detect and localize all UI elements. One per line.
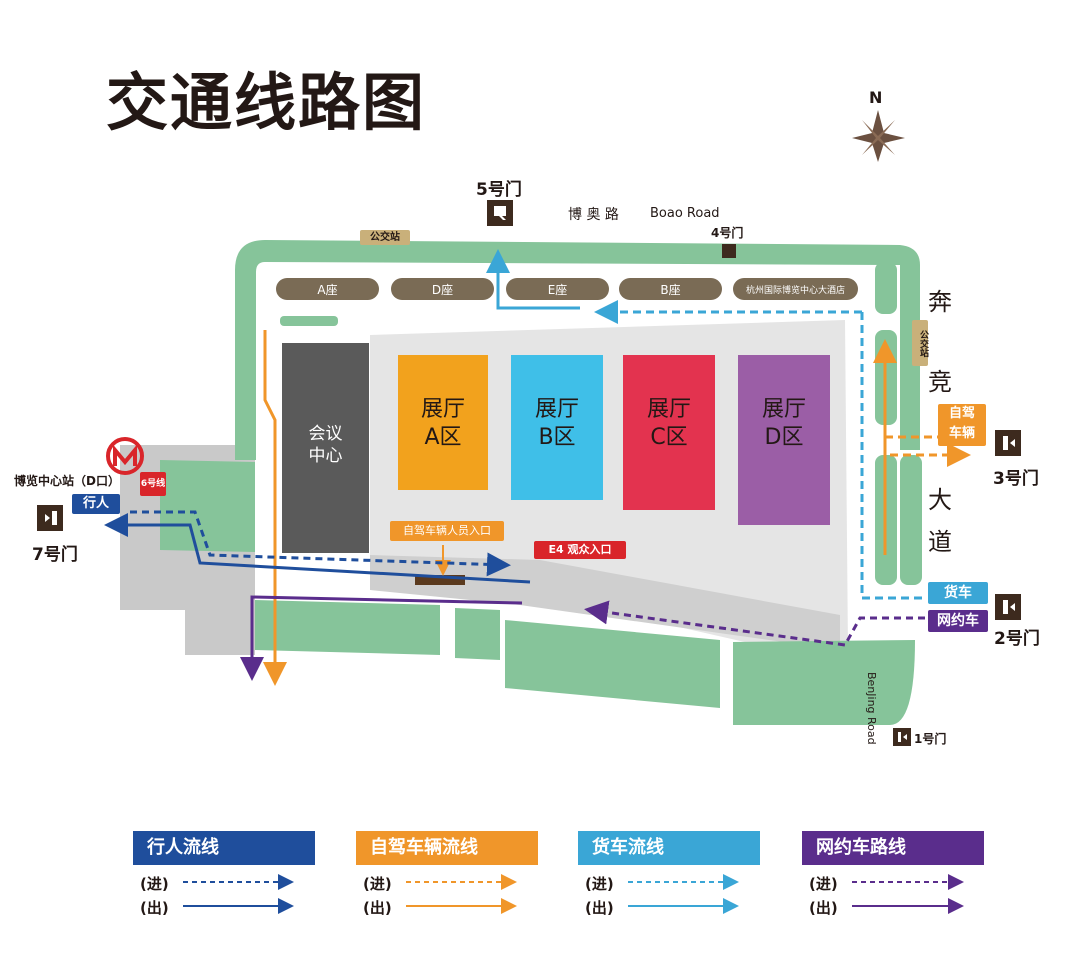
gate3-label: 3号门 [993, 469, 1039, 489]
hall-d-line2: D区 [764, 425, 804, 450]
hall-a [398, 355, 488, 490]
audience-entrance-tag: E4 观众入口 [534, 541, 626, 559]
selfdrive-tag-line2: 车辆 [948, 426, 975, 441]
ridehail-route [240, 595, 925, 681]
hall-c-line1: 展厅 [646, 397, 691, 422]
building-row [276, 278, 858, 300]
hall-a-line1: 展厅 [420, 397, 465, 422]
legend-ridehail-out: (出) [809, 899, 838, 917]
truck-route [486, 249, 925, 600]
hall-c [623, 355, 715, 510]
hall-a-label: 展厅 A区 [398, 396, 488, 452]
hall-b-line2: B区 [538, 425, 576, 450]
gate2-label: 2号门 [994, 629, 1040, 649]
legend-ridehail: 网约车路线 [802, 831, 984, 865]
road-boao-cn: 博 奥 路 [568, 207, 619, 223]
building-b-zuo [619, 278, 722, 300]
compass-rose-icon [852, 110, 905, 162]
hall-b-line1: 展厅 [534, 397, 579, 422]
gate7-label: 7号门 [32, 545, 78, 565]
legend-pedestrian-out: (出) [140, 899, 169, 917]
hall-b [511, 355, 603, 500]
road-benjing-char4: 道 [928, 528, 952, 556]
hotel-label: 杭州国际博览中心大酒店 [745, 286, 845, 296]
legend-truck: 货车流线 [578, 831, 760, 865]
hotel-building [733, 278, 858, 300]
gate4-label: 4号门 [711, 226, 744, 240]
legend-ridehail-in: (进) [809, 875, 838, 893]
line6-tag: 6号线 [140, 472, 166, 496]
hall-d-line1: 展厅 [761, 397, 806, 422]
gate5-label: 5号门 [476, 180, 522, 200]
d-zuo-label: D座 [431, 283, 454, 297]
building-e-zuo [506, 278, 609, 300]
conference-label-line2: 中心 [308, 446, 343, 466]
truck-tag: 货车 [928, 582, 988, 604]
b-zuo-label: B座 [660, 283, 681, 297]
audience-entrance-label: 观众入口 [567, 543, 612, 556]
building-a-zuo [276, 278, 379, 300]
halls [282, 343, 830, 585]
e4-label: E4 [548, 543, 564, 556]
legend-selfdrive-out: (出) [363, 899, 392, 917]
road-benjing-en: BenJing Road [865, 672, 878, 745]
road-benjing-char2: 竞 [928, 368, 952, 396]
gate1-icon [893, 728, 911, 746]
legend-truck-out: (出) [585, 899, 614, 917]
hall-a-line2: A区 [424, 425, 462, 450]
page-title: 交通线路图 [106, 66, 427, 139]
conference-label: 会议 中心 [282, 423, 369, 467]
metro-logo-icon [106, 437, 144, 475]
selfdrive-tag-line1: 自驾 [948, 406, 975, 421]
ridehail-tag: 网约车 [928, 610, 988, 632]
road-benjing-char3: 大 [928, 486, 952, 514]
legend-selfdrive: 自驾车辆流线 [356, 831, 538, 865]
pedestrian-route [104, 510, 531, 584]
entrance-bar [415, 575, 465, 585]
a-zuo-label: A座 [317, 283, 338, 297]
hall-d-label: 展厅 D区 [738, 396, 830, 452]
road-boao-en: Boao Road [650, 206, 720, 221]
conference-center [282, 343, 369, 553]
bus-stop-right: 公交站 [912, 320, 928, 366]
gate4-icon [722, 244, 736, 258]
hall-b-label: 展厅 B区 [511, 396, 603, 452]
bus-stop-top: 公交站 [360, 230, 410, 245]
gate1-label: 1号门 [914, 732, 947, 746]
conference-label-line1: 会议 [308, 424, 343, 444]
road-benjing-char1: 奔 [928, 288, 952, 316]
green-belts [160, 240, 922, 725]
driver-entrance-tag: 自驾车辆人员入口 [390, 521, 504, 541]
metro-station-label: 博览中心站（D口） [14, 474, 120, 488]
compass-north-label: N [869, 88, 883, 107]
pedestrian-tag: 行人 [72, 494, 120, 514]
legend-pedestrian-in: (进) [140, 875, 169, 893]
hall-d [738, 355, 830, 525]
legend-truck-in: (进) [585, 875, 614, 893]
selfdrive-tag: 自驾 车辆 [938, 404, 986, 446]
legend-selfdrive-in: (进) [363, 875, 392, 893]
hall-c-line2: C区 [650, 425, 688, 450]
legend-pedestrian: 行人流线 [133, 831, 315, 865]
building-d-zuo [391, 278, 494, 300]
e-zuo-label: E座 [547, 283, 568, 297]
hall-c-label: 展厅 C区 [623, 396, 715, 452]
